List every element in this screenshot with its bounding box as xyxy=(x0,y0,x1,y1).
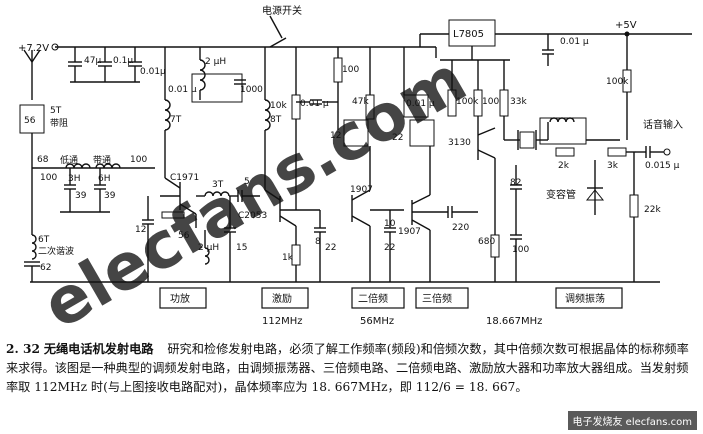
oscillator-stage xyxy=(440,59,548,282)
trap-cap-label: 56 xyxy=(24,116,36,126)
band-pass-label: 带通 xyxy=(93,155,111,166)
caption-number: 2. 32 xyxy=(6,342,40,356)
coil-7t-label: 7T xyxy=(170,115,182,125)
cap-10-label: 10 xyxy=(384,219,396,229)
cap-12-label: 12 xyxy=(135,225,146,235)
choke-network xyxy=(164,47,246,103)
power-switch xyxy=(269,15,287,48)
choke-label: 2 μH xyxy=(205,57,226,67)
res-10k-label: 10k xyxy=(270,101,287,111)
res-2k-label: 2k xyxy=(558,161,570,171)
doubler-stage xyxy=(333,47,404,282)
second-harmonic-label: 二次谐波 xyxy=(38,245,74,257)
transistor-3130-label: 3130 xyxy=(448,138,471,148)
stage-labels xyxy=(159,287,623,309)
transistor-c2053-label: C2053 xyxy=(238,211,267,221)
transistor-1907a-label: 1907 xyxy=(350,185,373,195)
stage-doubler-label: 二倍频 xyxy=(358,292,388,305)
cap-5-label: 5 xyxy=(244,177,250,187)
audio-input-label: 话音输入 xyxy=(643,118,683,131)
supply-5v-label: +5V xyxy=(615,20,637,31)
caption-body: 研究和检修发射电路，必须了解工作频率(频段)和倍频次数，其中倍频次数可根据晶体的… xyxy=(6,342,689,394)
cap-39b-label: 39 xyxy=(104,191,116,201)
res-56-label: 56 xyxy=(178,231,190,241)
supply-rails xyxy=(51,31,692,51)
cap-220-label: 220 xyxy=(452,223,469,233)
cap-22a-label: 22 xyxy=(325,243,336,253)
cap-15-label: 15 xyxy=(236,243,247,253)
res-47k-label: 47k xyxy=(352,97,369,107)
regulator-label: L7805 xyxy=(453,29,484,40)
supply-terminal xyxy=(51,43,59,51)
circuit-schematic: +7.2V 电源开关 +5V L7805 47μ 0.1μ 0.01μ 2 μH… xyxy=(18,4,692,330)
crystal xyxy=(519,131,535,149)
decoupling-caps xyxy=(68,47,142,83)
coil-3t-label: 3T xyxy=(212,180,224,190)
res-100b-label: 100 xyxy=(482,97,499,107)
freq-112mhz-label: 112MHz xyxy=(262,316,302,327)
low-pass-label: 低通 xyxy=(60,154,78,166)
caption: 2. 32 无绳电话机发射电路 研究和检修发射电路，必须了解工作频率(频段)和倍… xyxy=(6,340,696,397)
cap-39a-label: 39 xyxy=(75,191,87,201)
power-switch-label: 电源开关 xyxy=(262,4,302,17)
trap-name-label: 带阻 xyxy=(50,118,68,129)
transistor-1907b-label: 1907 xyxy=(398,227,421,237)
res-22k-label: 22k xyxy=(644,205,661,215)
res-100k-label: 100k xyxy=(456,97,479,107)
cap-0u01b-label: 0.01 μ xyxy=(168,85,197,95)
cap-0u01c-label: 0.01 μ xyxy=(300,99,329,109)
cap-0u1-label: 0.1μ xyxy=(113,56,133,66)
site-logo: 电子发烧友 elecfans.com xyxy=(567,411,697,430)
transistor-c1971 xyxy=(142,177,197,282)
res-3k-label: 3k xyxy=(607,161,619,171)
freq-56mhz-label: 56MHz xyxy=(360,316,394,327)
transistor-c2053 xyxy=(264,47,338,282)
cap-0u01e-label: 0.01 μ xyxy=(560,37,589,47)
interstage-pa xyxy=(196,190,260,282)
cap-0u01d-label: 0.01 μ xyxy=(406,99,435,109)
cap-22c-label: 22 xyxy=(392,133,403,143)
cap-0u015-label: 0.015 μ xyxy=(645,161,680,171)
stage-osc-label: 调频振荡 xyxy=(565,292,605,305)
freq-18mhz-label: 18.667MHz xyxy=(486,316,542,327)
cap-62-label: 62 xyxy=(40,263,51,273)
choke-b-label: 2 μH xyxy=(198,243,219,253)
varactor-label: 变容管 xyxy=(546,188,576,201)
coil-8t-label: 8T xyxy=(270,115,282,125)
res-33k-label: 33k xyxy=(510,97,527,107)
trap-turns-label: 5T xyxy=(50,106,62,116)
cap-82-label: 82 xyxy=(510,178,521,188)
cap-100b-label: 100 xyxy=(130,155,147,165)
cap-12b-label: 12 xyxy=(330,131,341,141)
caption-title: 无绳电话机发射电路 xyxy=(43,342,154,356)
antenna xyxy=(19,49,45,150)
output-filter xyxy=(24,150,155,282)
cap-1000-label: 1000 xyxy=(240,85,263,95)
modulation-network xyxy=(539,34,671,282)
cap-100a-label: 100 xyxy=(40,173,57,183)
coils-7t-8t xyxy=(164,47,271,190)
cap-47u-label: 47μ xyxy=(84,56,101,66)
stage-driver-label: 激励 xyxy=(272,292,292,305)
cap-68-label: 68 xyxy=(37,155,49,165)
coil-6t-label: 6T xyxy=(38,235,50,245)
cap-0u01-label: 0.01μ xyxy=(140,67,166,77)
res-100a-label: 100 xyxy=(342,65,359,75)
res-680-label: 680 xyxy=(478,237,495,247)
stage-tripler-label: 三倍频 xyxy=(422,292,452,305)
cap-8-label: 8 xyxy=(315,237,321,247)
cap-100c-label: 100 xyxy=(512,245,529,255)
res-1k-label: 1k xyxy=(282,253,294,263)
supply-7v2-label: +7.2V xyxy=(18,43,49,54)
stage-pa-label: 功放 xyxy=(170,292,190,305)
cap-22b-label: 22 xyxy=(384,243,395,253)
res-100k-b-label: 100k xyxy=(606,77,629,87)
coil-6h-label: 6H xyxy=(98,174,111,184)
tripler-stage xyxy=(403,47,478,282)
transistor-c1971-label: C1971 xyxy=(170,173,199,183)
coil-3h-label: 3H xyxy=(68,174,81,184)
